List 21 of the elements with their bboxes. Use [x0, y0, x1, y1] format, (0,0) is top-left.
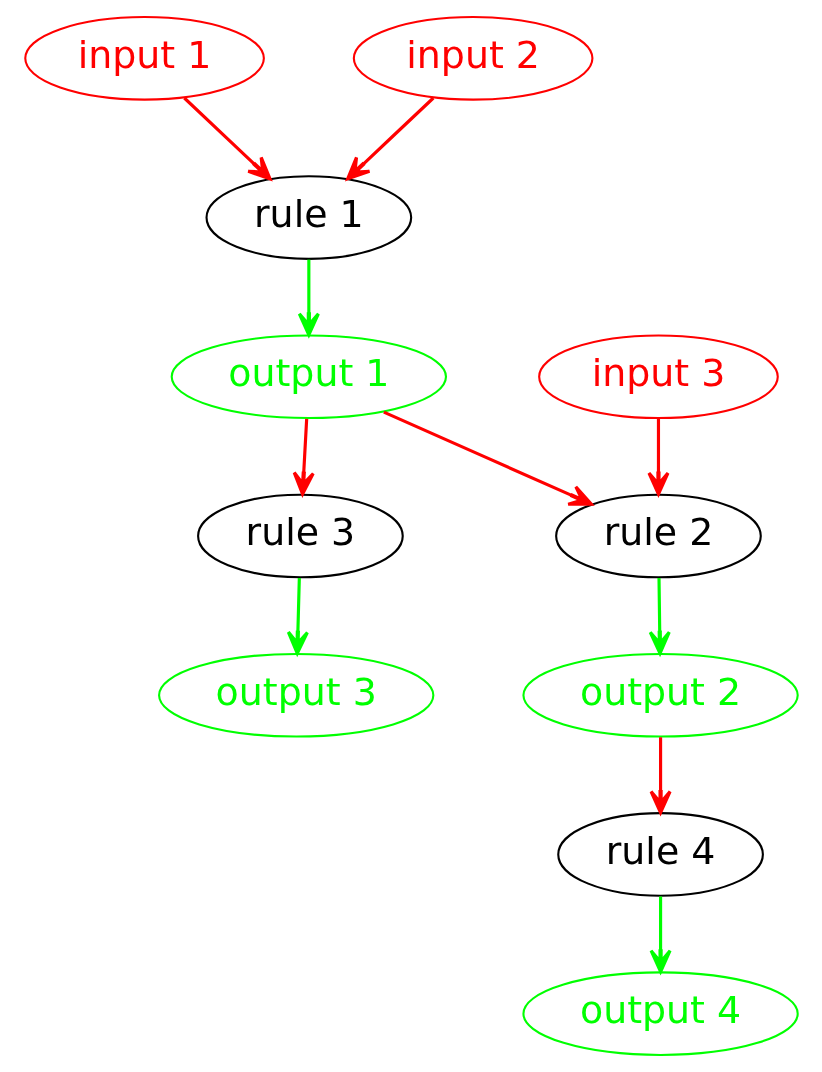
node-ellipse: input 1 — [23, 16, 265, 101]
arrow — [382, 410, 593, 506]
arrow — [648, 578, 671, 655]
arrow — [649, 737, 672, 815]
node-ellipse: output 2 — [521, 652, 799, 738]
node-ellipse: input 3 — [537, 334, 779, 420]
arrow — [297, 259, 320, 337]
arrow — [649, 896, 672, 974]
arrow — [646, 418, 670, 496]
node-ellipse: output 3 — [157, 652, 434, 738]
node-ellipse: rule 2 — [554, 493, 762, 579]
node-ellipse: input 2 — [352, 16, 593, 101]
arrow — [182, 96, 272, 181]
node-ellipse: rule 4 — [556, 812, 764, 897]
arrow — [286, 578, 309, 655]
node-ellipse: rule 3 — [196, 493, 404, 579]
arrow — [345, 96, 434, 181]
arrow — [292, 418, 315, 496]
node-ellipse: output 4 — [521, 971, 799, 1056]
node-ellipse: output 1 — [170, 334, 447, 420]
node-ellipse: rule 1 — [204, 175, 412, 260]
